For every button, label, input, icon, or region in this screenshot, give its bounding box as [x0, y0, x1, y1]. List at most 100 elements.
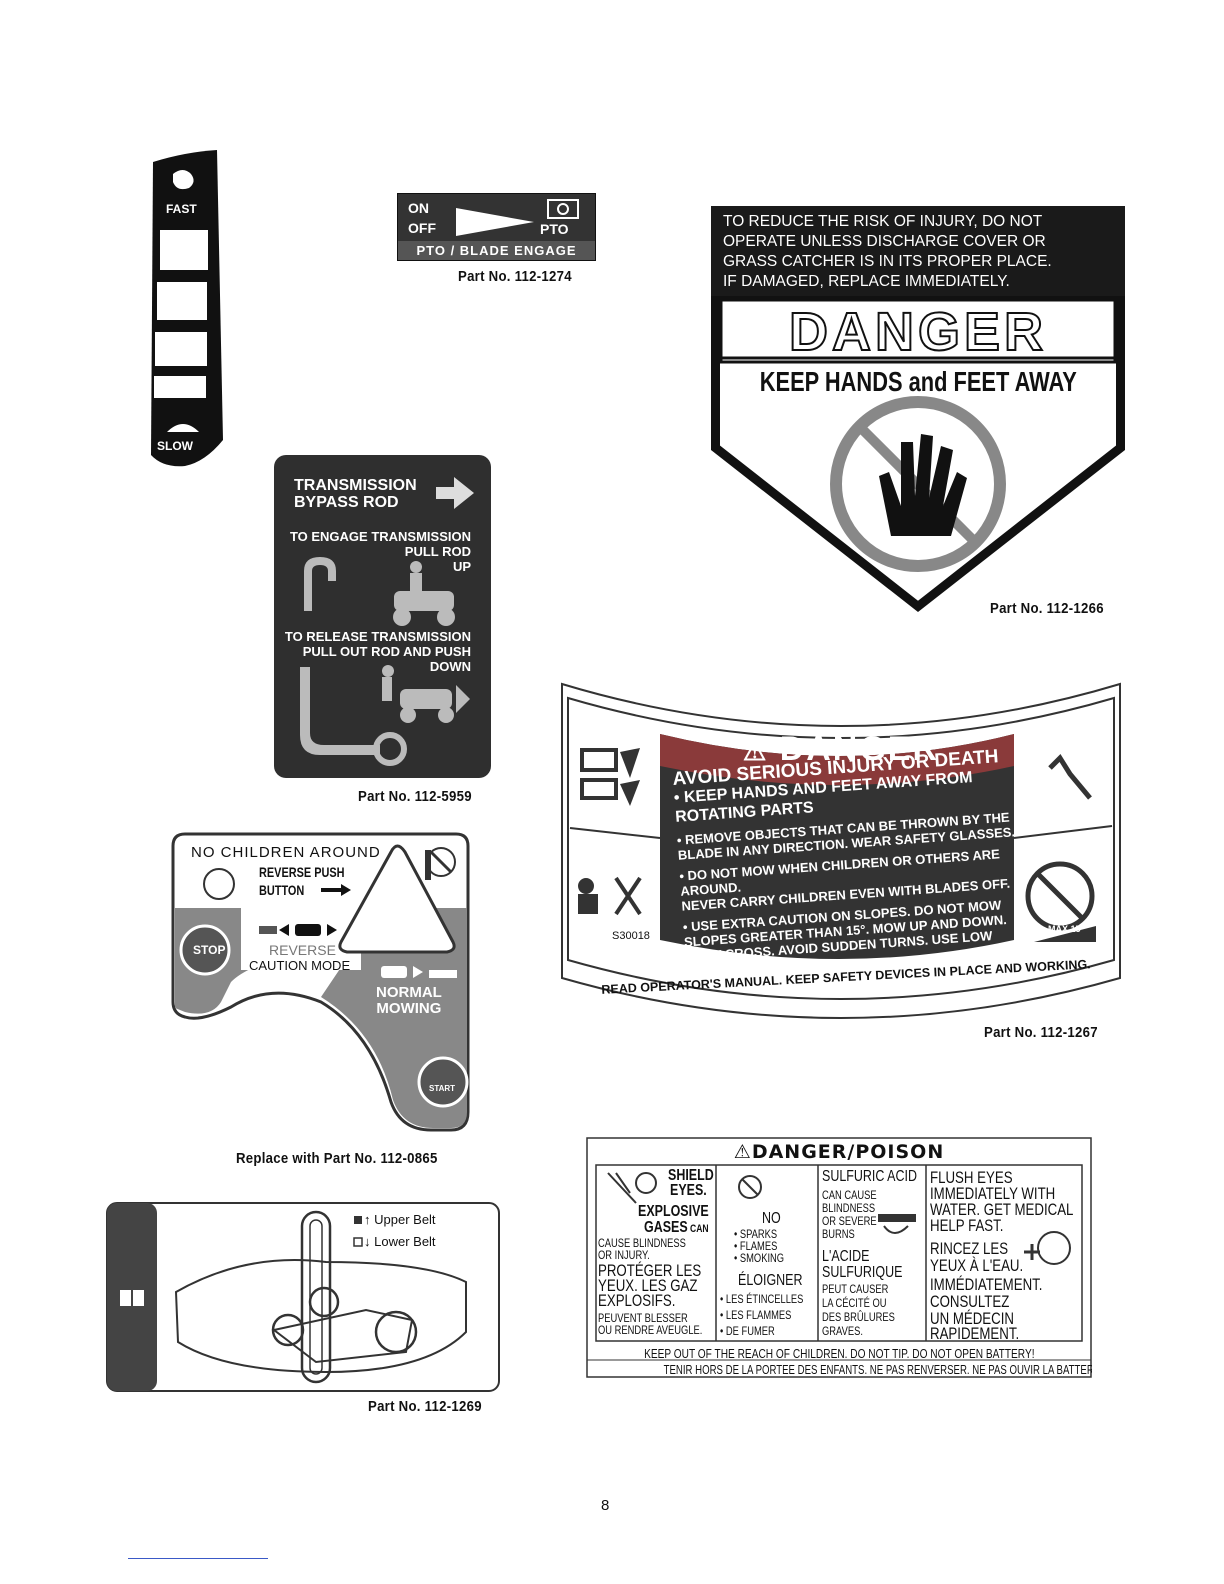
no-text: NO: [762, 1210, 781, 1227]
or-injury-text: OR INJURY.: [598, 1248, 650, 1262]
pto-blade-engage-bar: PTO / BLADE ENGAGE: [398, 241, 595, 260]
danger-wide-bullets: AVOID SERIOUS INJURY OR DEATH • KEEP HAN…: [672, 746, 1026, 979]
belt-diagram: [106, 1202, 500, 1392]
part-number-112-1266: Part No. 112-1266: [990, 600, 1104, 617]
reverse-decal-shape: [171, 832, 470, 1132]
start-button-icon: [417, 1056, 469, 1108]
normal-mowing-label: NORMAL MOWING: [376, 985, 442, 1017]
reverse-mower-icon: [259, 924, 337, 936]
get-medical-text: WATER. GET MEDICAL: [930, 1200, 1074, 1219]
peut-causer-text: PEUT CAUSER: [822, 1282, 889, 1296]
upper-belt-label: ↑ Upper Belt: [364, 1212, 436, 1227]
danger-warning-line-2: OPERATE UNLESS DISCHARGE COVER OR: [723, 233, 1046, 250]
button-text: BUTTON: [259, 882, 305, 898]
danger-heading: DANGER: [788, 301, 1047, 363]
belt-routing-decal: ↑ Upper Belt ↓ Lower Belt: [106, 1202, 500, 1392]
release-line-3: DOWN: [429, 659, 471, 674]
pto-off-label: OFF: [408, 220, 436, 236]
blindness-text: BLINDNESS: [822, 1201, 876, 1215]
caution-mode-label: CAUTION MODE: [249, 958, 351, 973]
speed-decal: FAST SLOW: [145, 150, 225, 470]
graves-text: GRAVES.: [822, 1324, 863, 1338]
flush-eyes-text: FLUSH EYES: [930, 1168, 1013, 1187]
poison-footer-fr: TENIR HORS DE LA PORTEE DES ENFANTS. NE …: [663, 1362, 1092, 1377]
poison-footer-1: KEEP OUT OF THE REACH OF CHILDREN. DO NO…: [586, 1345, 1092, 1363]
rod-up-tractor-icon: [304, 557, 455, 626]
release-line-2: PULL OUT ROD AND PUSH: [302, 644, 471, 659]
engage-line-3: UP: [452, 559, 471, 574]
reverse-push-text: REVERSE PUSH: [259, 864, 345, 880]
part-number-112-0865: Replace with Part No. 112-0865: [236, 1150, 438, 1167]
reverse-label: REVERSE: [269, 942, 336, 958]
part-number-112-1269: Part No. 112-1269: [368, 1398, 482, 1415]
danger-wide-decal: ⚠ DANGER AVOID SERIOUS INJURY OR DEATH •…: [560, 678, 1122, 1023]
danger-wide-word: DANGER: [779, 730, 940, 768]
burns-text: BURNS: [822, 1227, 855, 1241]
cecite-text: LA CÉCITÉ OU: [822, 1296, 887, 1310]
les-flammes-text: • LES FLAMMES: [720, 1308, 792, 1322]
smoking-text: • SMOKING: [734, 1251, 785, 1265]
danger-wide-shape: [561, 682, 1121, 1019]
lower-belt-marker: [353, 1237, 363, 1247]
cause-blindness-text: CAUSE BLINDNESS: [598, 1236, 686, 1250]
rincez-text: RINCEZ LES: [930, 1239, 1009, 1258]
upper-belt-marker: [354, 1216, 362, 1224]
hand-icon: [879, 434, 967, 536]
rendre-aveugle-text: OU RENDRE AVEUGLE.: [598, 1323, 703, 1337]
release-line-1: TO RELEASE TRANSMISSION: [284, 629, 471, 644]
danger-warning-text: TO REDUCE THE RISK OF INJURY, DO NOT OPE…: [711, 206, 1125, 296]
consultez-text: CONSULTEZ: [930, 1292, 1010, 1311]
lower-belt-text: Lower Belt: [374, 1234, 436, 1249]
warning-triangle-icon: ⚠: [733, 1141, 752, 1163]
reverse-push-button-label: REVERSE PUSH BUTTON: [259, 864, 369, 900]
gases-text: GASES: [644, 1219, 688, 1236]
release-instructions: TO RELEASE TRANSMISSION PULL OUT ROD AND…: [285, 629, 471, 674]
help-fast-text: HELP FAST.: [930, 1216, 1004, 1235]
max-15-label: MAX 15: [1048, 924, 1081, 934]
acide-text: L'ACIDE: [822, 1248, 870, 1265]
keep-hands-feet-away: KEEP HANDS and FEET AWAY: [711, 366, 1125, 398]
danger-wide-heading: ⚠ DANGER: [560, 730, 1122, 769]
stop-button-icon: [179, 924, 231, 976]
part-number-112-5959: Part No. 112-5959: [358, 788, 472, 805]
sulfuric-acid-text: SULFURIC ACID: [822, 1168, 918, 1185]
explosifs-text: EXPLOSIFS.: [598, 1291, 676, 1310]
no-children-around: NO CHILDREN AROUND: [191, 844, 381, 861]
pto-on-label: ON: [408, 200, 429, 216]
upper-belt-text: Upper Belt: [374, 1212, 436, 1227]
engage-line-1: TO ENGAGE TRANSMISSION: [289, 529, 471, 544]
arrow-up-icon: ↑: [364, 1212, 371, 1227]
immediatement-text: IMMÉDIATEMENT.: [930, 1275, 1043, 1294]
transmission-title-line-2: BYPASS ROD: [294, 494, 399, 511]
fast-label: FAST: [166, 202, 197, 216]
eloigner-text: ÉLOIGNER: [738, 1272, 803, 1289]
engage-line-2: PULL ROD: [404, 544, 471, 559]
flames-text: • FLAMES: [734, 1239, 778, 1253]
pto-label: PTO: [540, 221, 569, 237]
de-fumer-text: • DE FUMER: [720, 1324, 775, 1338]
arrow-right-icon: [321, 884, 351, 896]
pto-decal: ON OFF PTO PTO / BLADE ENGAGE: [397, 193, 596, 261]
speed-decal-graphic: [151, 150, 223, 467]
explosive-text: EXPLOSIVE: [638, 1203, 709, 1220]
forward-mower-icon: [381, 966, 457, 978]
immediately-text: IMMEDIATELY WITH: [930, 1184, 1056, 1203]
poison-decal-frame: [586, 1137, 1092, 1378]
etincelles-text: • LES ÉTINCELLES: [720, 1292, 804, 1306]
poison-title-text: DANGER/POISON: [751, 1141, 945, 1163]
shield-text: SHIELD: [668, 1167, 714, 1184]
sparks-text: • SPARKS: [734, 1227, 778, 1241]
medecin-text: UN MÉDECIN: [930, 1309, 1014, 1328]
start-label: START: [429, 1084, 456, 1093]
slow-label: SLOW: [157, 439, 193, 453]
eye-shield-icon: [635, 1172, 657, 1194]
eyes-text: EYES.: [670, 1182, 707, 1199]
danger-warning-line-1: TO REDUCE THE RISK OF INJURY, DO NOT: [723, 213, 1043, 230]
lower-belt-label: ↓ Lower Belt: [364, 1234, 436, 1249]
part-number-112-1274: Part No. 112-1274: [458, 268, 572, 285]
mowing-text: MOWING: [376, 1000, 442, 1017]
danger-decal-shape: [711, 206, 1125, 612]
rabbit-icon: [173, 170, 194, 190]
transmission-bypass-decal: TRANSMISSION BYPASS ROD TO ENGAGE TRANSM…: [274, 455, 491, 778]
